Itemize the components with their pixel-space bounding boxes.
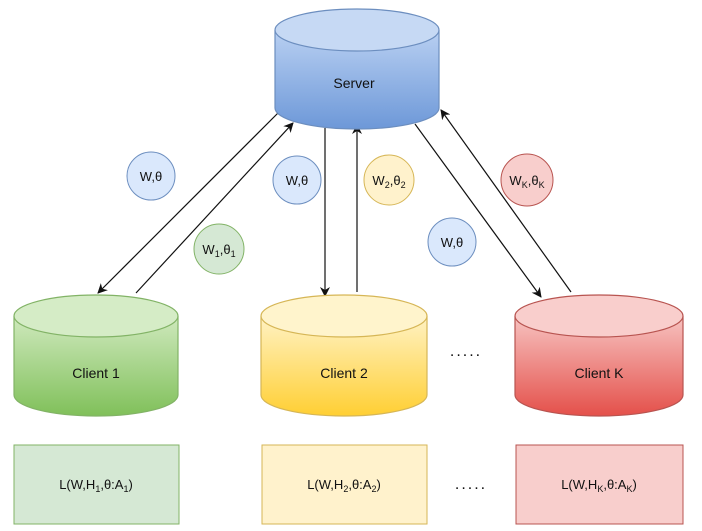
clientk-label: Client K bbox=[574, 365, 624, 381]
bubble-update-label: W2,θ2 bbox=[372, 173, 405, 190]
client2-node: Client 2 bbox=[260, 294, 428, 417]
loss-ellipsis: ..... bbox=[455, 476, 487, 493]
server-label: Server bbox=[333, 75, 375, 91]
bubble-server-to-client1: W,θ bbox=[126, 151, 176, 201]
edge-clientk-to-server bbox=[440, 109, 572, 293]
loss-box-client2: L(W,H2,θ:A2) bbox=[261, 444, 428, 525]
bubble-server-to-client2: W,θ bbox=[272, 155, 322, 205]
edge-client1-to-server bbox=[135, 122, 294, 294]
edge-server-to-client1 bbox=[97, 107, 284, 294]
bubble-client2-update: W2,θ2 bbox=[363, 154, 415, 206]
bubble-client1-update: W1,θ1 bbox=[193, 223, 245, 275]
edges bbox=[97, 107, 572, 298]
client1-node: Client 1 bbox=[13, 294, 179, 417]
loss-box-client1: L(W,H1,θ:A1) bbox=[13, 444, 180, 525]
bubble-update-label: W1,θ1 bbox=[202, 242, 235, 259]
loss-formula: L(W,H1,θ:A1) bbox=[59, 477, 133, 494]
clients-ellipsis: ..... bbox=[450, 343, 482, 360]
edge-server-to-clientk bbox=[414, 123, 542, 298]
bubble-label: W,θ bbox=[286, 173, 308, 188]
bubble-update-label: WK,θK bbox=[509, 173, 544, 190]
bubble-server-to-clientk: W,θ bbox=[427, 217, 477, 267]
loss-box-clientk: L(W,HK,θ:AK) bbox=[515, 444, 684, 525]
clientk-node: Client K bbox=[514, 294, 684, 417]
server-node: Server bbox=[274, 8, 440, 130]
loss-formula: L(W,HK,θ:AK) bbox=[561, 477, 637, 494]
bubble-clientk-update: WK,θK bbox=[500, 153, 554, 207]
client2-label: Client 2 bbox=[320, 365, 368, 381]
bubble-label: W,θ bbox=[441, 235, 463, 250]
client1-label: Client 1 bbox=[72, 365, 120, 381]
bubble-label: W,θ bbox=[140, 169, 162, 184]
loss-formula: L(W,H2,θ:A2) bbox=[307, 477, 381, 494]
